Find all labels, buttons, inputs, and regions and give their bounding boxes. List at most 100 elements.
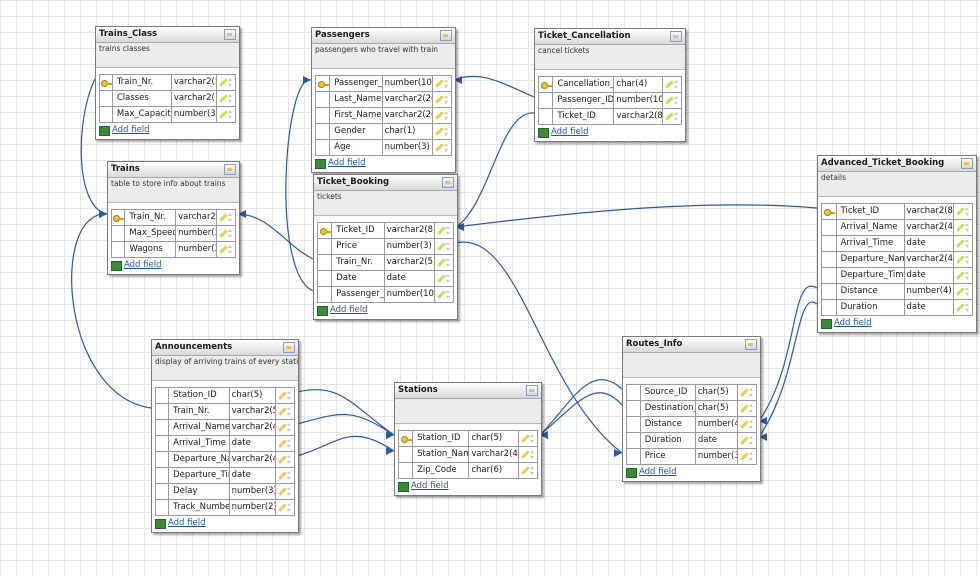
reorder-arrows-icon[interactable] xyxy=(228,245,233,254)
edit-pencil-icon[interactable] xyxy=(219,94,228,103)
field-type[interactable]: number(2) xyxy=(228,500,275,515)
add-field-label[interactable]: Add field xyxy=(411,481,449,491)
field-type[interactable]: varchar2(5) xyxy=(383,255,434,270)
edit-pencil-icon[interactable] xyxy=(435,79,444,88)
field-name[interactable]: Age xyxy=(329,140,381,155)
field-name[interactable]: Arrival_Time xyxy=(835,236,904,251)
field-name[interactable]: Max_Speed xyxy=(124,226,175,241)
reorder-arrows-icon[interactable] xyxy=(446,274,451,283)
field-row[interactable]: Train_Nr.varchar2(5) xyxy=(100,75,235,91)
reorder-arrows-icon[interactable] xyxy=(530,466,535,475)
field-type[interactable]: number(3) xyxy=(175,226,216,241)
reorder-arrows-icon[interactable] xyxy=(228,78,233,87)
add-field-label[interactable]: Add field xyxy=(112,125,150,135)
add-field-link[interactable]: Add field xyxy=(108,259,239,272)
edit-pencil-icon[interactable] xyxy=(740,420,749,429)
edit-pencil-icon[interactable] xyxy=(437,274,446,283)
field-type[interactable]: number(2) xyxy=(175,242,216,257)
field-name[interactable]: Departure_Time xyxy=(835,268,904,283)
field-type[interactable]: date xyxy=(903,236,953,251)
field-name[interactable]: Station_ID xyxy=(168,388,229,403)
edit-pencil-icon[interactable] xyxy=(956,303,965,312)
table-routes-info[interactable]: Routes_InfoSource_IDchar(5)Destination_I… xyxy=(622,336,761,482)
edit-pencil-icon[interactable] xyxy=(278,487,287,496)
field-type[interactable]: varchar2(40) xyxy=(228,420,275,435)
reorder-arrows-icon[interactable] xyxy=(444,95,449,104)
edit-pencil-icon[interactable] xyxy=(740,436,749,445)
field-type[interactable]: date xyxy=(228,468,275,483)
field-type[interactable]: number(4) xyxy=(694,417,737,432)
table-header[interactable]: Advanced_Ticket_Booking xyxy=(818,156,976,172)
edit-pencil-icon[interactable] xyxy=(278,503,287,512)
edit-pencil-icon[interactable] xyxy=(956,239,965,248)
add-field-link[interactable]: Add field xyxy=(395,480,541,493)
field-type[interactable]: varchar2(5) xyxy=(228,404,275,419)
field-type[interactable]: varchar2(20) xyxy=(381,108,432,123)
field-type[interactable]: varchar2(8) xyxy=(383,223,434,238)
reorder-arrows-icon[interactable] xyxy=(749,404,754,413)
edit-pencil-icon[interactable] xyxy=(219,78,228,87)
field-name[interactable]: Cancellation_ID xyxy=(552,77,613,92)
reorder-arrows-icon[interactable] xyxy=(965,255,970,264)
field-name[interactable]: Train_Nr. xyxy=(331,255,383,270)
field-name[interactable]: Departure_Time xyxy=(168,468,229,483)
reorder-arrows-icon[interactable] xyxy=(749,420,754,429)
field-type[interactable]: date xyxy=(903,300,953,315)
field-name[interactable]: Train_Nr. xyxy=(124,210,175,225)
reorder-arrows-icon[interactable] xyxy=(228,110,233,119)
edit-pencil-icon[interactable] xyxy=(956,223,965,232)
edit-pencil-icon[interactable] xyxy=(278,407,287,416)
edit-pencil-icon[interactable] xyxy=(521,466,530,475)
add-field-link[interactable]: Add field xyxy=(623,466,760,479)
field-name[interactable]: Departure_Name xyxy=(835,252,904,267)
edit-pencil-icon[interactable] xyxy=(278,423,287,432)
edit-pencil-icon[interactable] xyxy=(740,404,749,413)
reorder-arrows-icon[interactable] xyxy=(749,452,754,461)
reorder-arrows-icon[interactable] xyxy=(446,290,451,299)
table-menu-icon[interactable] xyxy=(961,158,973,169)
edit-pencil-icon[interactable] xyxy=(435,143,444,152)
reorder-arrows-icon[interactable] xyxy=(446,226,451,235)
field-type[interactable]: varchar2(40) xyxy=(903,252,953,267)
field-type[interactable]: date xyxy=(903,268,953,283)
field-type[interactable]: number(4) xyxy=(903,284,953,299)
field-type[interactable]: number(10) xyxy=(383,287,434,302)
field-name[interactable]: First_Name xyxy=(329,108,381,123)
table-stations[interactable]: StationsStation_IDchar(5)Station_Namevar… xyxy=(394,382,542,496)
add-field-link[interactable]: Add field xyxy=(152,517,298,530)
reorder-arrows-icon[interactable] xyxy=(674,112,679,121)
field-type[interactable]: number(3) xyxy=(228,484,275,499)
add-field-link[interactable]: Add field xyxy=(314,304,457,317)
edit-pencil-icon[interactable] xyxy=(437,290,446,299)
field-type[interactable]: date xyxy=(694,433,737,448)
field-name[interactable]: Delay xyxy=(168,484,229,499)
table-menu-icon[interactable] xyxy=(440,30,452,41)
field-name[interactable]: Max_Capacity xyxy=(111,107,171,122)
field-type[interactable]: number(3) xyxy=(381,140,432,155)
field-name[interactable]: Train_Nr. xyxy=(111,75,171,90)
field-type[interactable]: char(5) xyxy=(694,401,737,416)
edit-pencil-icon[interactable] xyxy=(219,110,228,119)
field-type[interactable]: char(5) xyxy=(468,431,518,446)
edit-pencil-icon[interactable] xyxy=(437,242,446,251)
